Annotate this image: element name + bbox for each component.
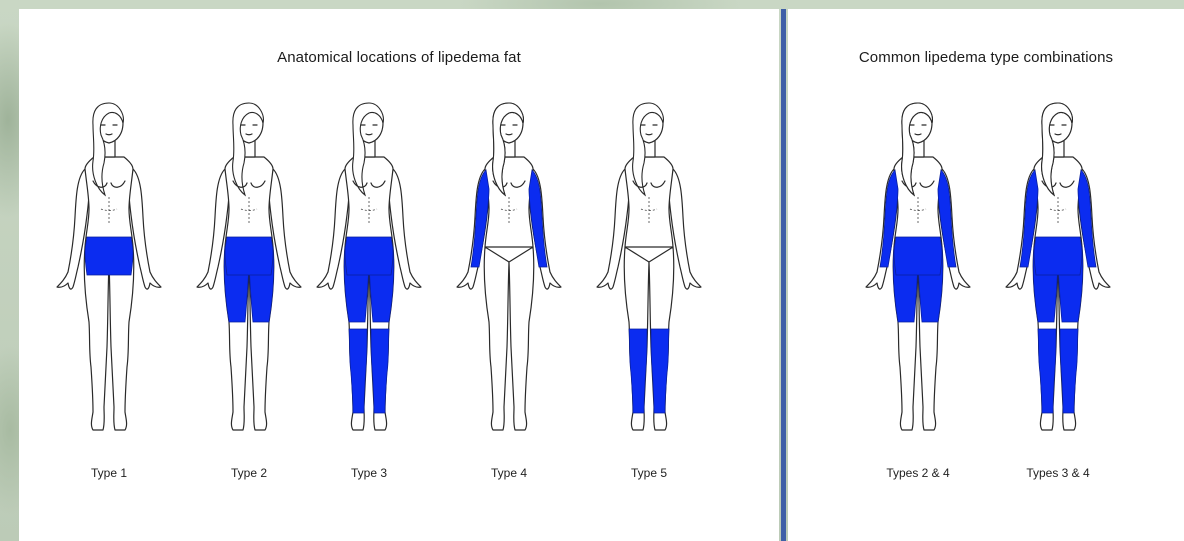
left-figure-5 — [589, 97, 709, 457]
right-figure-label-1: Types 2 & 4 — [858, 466, 978, 480]
right-figure-1 — [858, 97, 978, 457]
left-figure-label-5: Type 5 — [589, 466, 709, 480]
left-figure-label-2: Type 2 — [189, 466, 309, 480]
left-figure-label-3: Type 3 — [309, 466, 429, 480]
fat-lower-legs — [629, 329, 669, 413]
fat-regions — [629, 329, 669, 413]
fat-hips — [345, 237, 393, 275]
left-figure-2 — [189, 97, 309, 457]
right-panel-title: Common lipedema type combinations — [788, 49, 1184, 66]
fat-regions — [85, 237, 133, 275]
fat-lower-legs — [1038, 329, 1078, 413]
body-outline — [597, 103, 701, 430]
left-figure-label-4: Type 4 — [449, 466, 569, 480]
fat-lower-legs — [349, 329, 389, 413]
panel-divider — [781, 9, 786, 541]
type-combinations-panel: Common lipedema type combinations Types … — [788, 9, 1184, 541]
fat-hips — [894, 237, 942, 275]
anatomical-locations-panel: Anatomical locations of lipedema fat Typ… — [19, 9, 779, 541]
fat-hips — [1034, 237, 1082, 275]
fat-hips — [85, 237, 133, 275]
right-figure-label-2: Types 3 & 4 — [998, 466, 1118, 480]
right-figure-2 — [998, 97, 1118, 457]
fat-hips — [225, 237, 273, 275]
left-panel-title: Anatomical locations of lipedema fat — [19, 49, 779, 66]
left-figure-label-1: Type 1 — [49, 466, 169, 480]
left-figure-4 — [449, 97, 569, 457]
left-figure-3 — [309, 97, 429, 457]
left-figure-1 — [49, 97, 169, 457]
